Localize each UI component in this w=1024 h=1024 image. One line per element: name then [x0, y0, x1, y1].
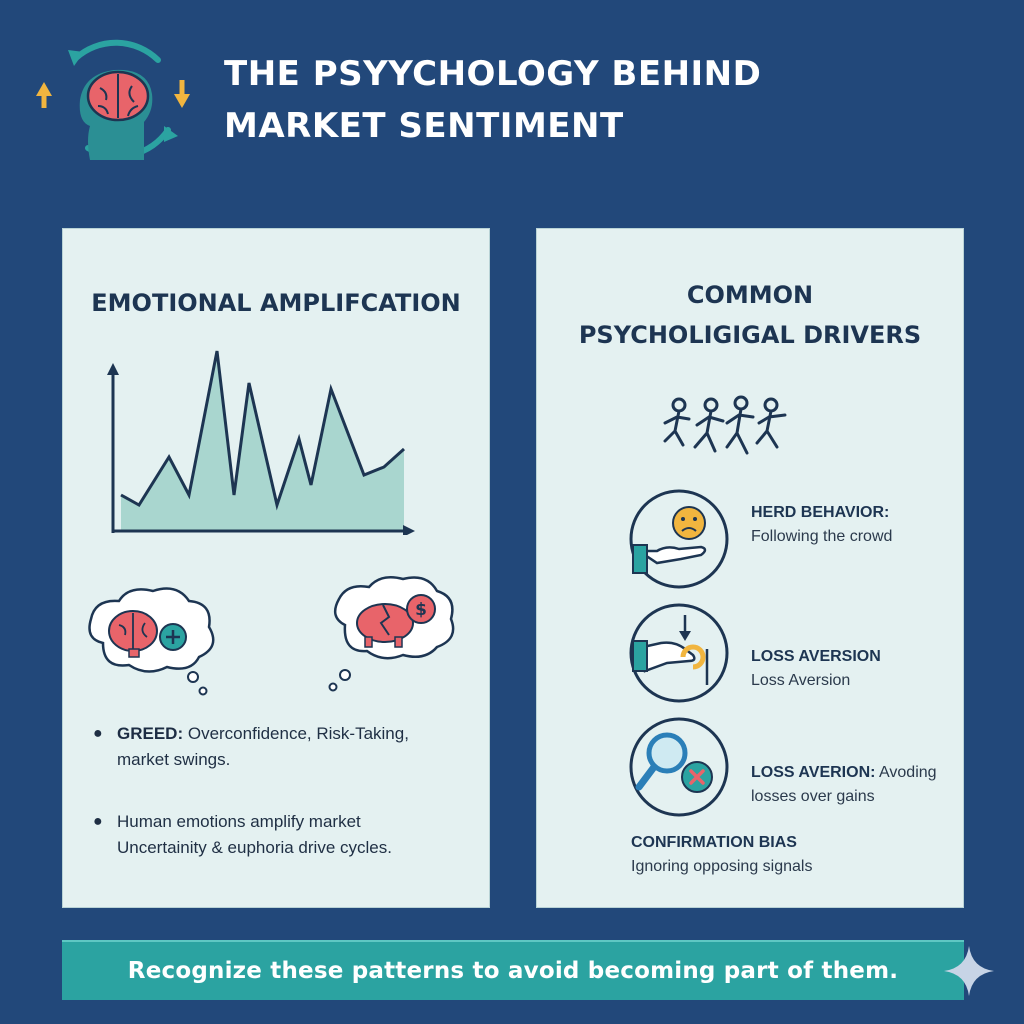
bullet-dot: ● — [93, 725, 103, 742]
driver-loss-averion-desc: losses over gains — [751, 788, 875, 805]
driver-confirmation-bias-desc: Ignoring opposing signals — [631, 858, 813, 875]
driver-herd-behavior: HERD BEHAVIOR: Following the crowd — [751, 501, 951, 549]
right-panel: COMMON PSYCHOLIGIGAL DRIVERS HERD BEHAVI… — [536, 228, 964, 908]
bullet-dot: ● — [93, 813, 103, 830]
sparkle-icon — [944, 946, 994, 996]
magnifier-reject-icon — [629, 717, 729, 817]
bullet-emotions: ● Human emotions amplify market Uncertai… — [93, 809, 477, 861]
bullet-emotions-line-2: Uncertainity & euphoria drive cycles. — [117, 838, 392, 857]
right-panel-title-line-1: COMMON — [686, 281, 814, 309]
running-crowd-icon — [663, 395, 787, 455]
left-panel: EMOTIONAL AMPLIFCATION $ ● GREED: Overco… — [62, 228, 490, 908]
bottom-banner: Recognize these patterns to avoid becomi… — [62, 940, 964, 1000]
bullet-greed-text-2: market swings. — [117, 750, 231, 769]
volatility-chart-icon — [107, 350, 415, 535]
svg-text:$: $ — [415, 600, 427, 620]
driver-herd-behavior-title: HERD BEHAVIOR: — [751, 504, 890, 521]
driver-loss-aversion: LOSS AVERSION Loss Aversion — [751, 645, 951, 693]
greed-brain-thought-icon — [88, 587, 215, 696]
brain-cycle-logo-icon — [36, 39, 190, 160]
left-panel-title: EMOTIONAL AMPLIFCATION — [91, 289, 461, 317]
page-title-line-2: MARKET SENTIMENT — [224, 106, 624, 146]
driver-herd-behavior-desc: Following the crowd — [751, 528, 893, 545]
driver-loss-averion: LOSS AVERION: Avoding losses over gains — [751, 761, 961, 809]
driver-loss-aversion-title: LOSS AVERSION — [751, 648, 881, 665]
bullet-emotions-line-1: Human emotions amplify market — [117, 812, 361, 831]
page-title: THE PSYYCHOLOGY BEHIND MARKET SENTIMENT — [224, 48, 844, 152]
driver-loss-averion-desc-inline: Avoding — [875, 764, 937, 781]
right-panel-title-line-2: PSYCHOLIGIGAL DRIVERS — [578, 321, 922, 349]
bullet-greed-label: GREED: — [117, 724, 184, 743]
driver-loss-aversion-desc: Loss Aversion — [751, 672, 851, 689]
bullet-greed-text: Overconfidence, Risk-Taking, — [183, 724, 409, 743]
fear-piggy-bank-thought-icon: $ — [328, 576, 455, 692]
driver-loss-averion-line: LOSS AVERION: Avoding — [751, 764, 937, 781]
driver-loss-averion-title: LOSS AVERION: — [751, 764, 876, 781]
bullet-greed: ● GREED: Overconfidence, Risk-Taking, ma… — [93, 721, 477, 773]
right-panel-title: COMMON PSYCHOLIGIGAL DRIVERS — [537, 275, 963, 355]
driver-confirmation-bias-title: CONFIRMATION BIAS — [631, 834, 797, 851]
loss-aversion-icon — [629, 603, 729, 703]
herd-behavior-icon — [629, 489, 729, 589]
driver-confirmation-bias: CONFIRMATION BIAS Ignoring opposing sign… — [631, 831, 931, 879]
page-title-line-1: THE PSYYCHOLOGY BEHIND — [224, 54, 762, 94]
